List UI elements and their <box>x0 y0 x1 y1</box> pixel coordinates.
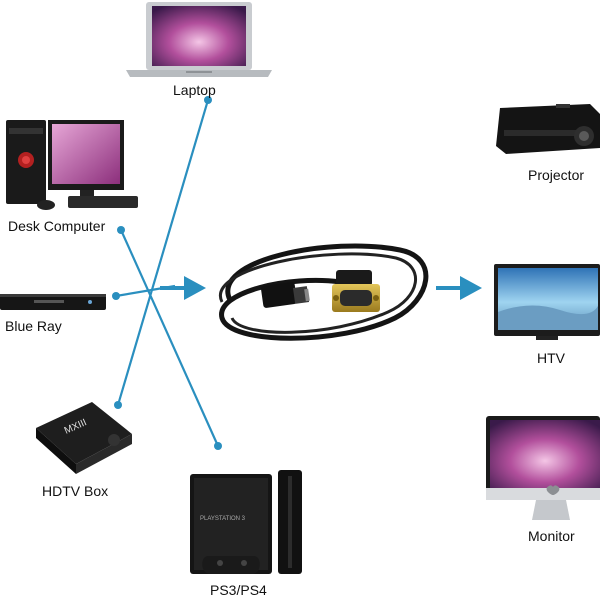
line-laptop <box>116 99 210 406</box>
connector-lines <box>115 99 220 447</box>
projector-icon <box>496 104 600 154</box>
dot-blue-ray <box>112 292 120 300</box>
label-monitor: Monitor <box>528 528 575 544</box>
label-laptop: Laptop <box>173 82 216 98</box>
arrow-in-icon <box>160 276 206 300</box>
connector-dots <box>112 96 222 450</box>
label-ps3-ps4: PS3/PS4 <box>210 582 267 598</box>
desk-computer-icon <box>6 120 138 210</box>
line-desk-computer <box>119 229 220 447</box>
label-blue-ray: Blue Ray <box>5 318 62 334</box>
monitor-icon <box>486 416 600 520</box>
hdmi-plug-icon <box>261 282 310 308</box>
laptop-icon <box>126 2 272 77</box>
blue-ray-player-icon <box>0 294 106 310</box>
dot-ps3-ps4 <box>214 442 222 450</box>
label-desk-computer: Desk Computer <box>8 218 106 234</box>
hdmi-vga-cable-icon <box>218 243 429 341</box>
label-projector: Projector <box>528 167 585 183</box>
svg-text:PLAYSTATION 3: PLAYSTATION 3 <box>200 516 246 522</box>
dot-hdtv-box <box>114 401 122 409</box>
label-hdtv-box: HDTV Box <box>42 483 109 499</box>
dot-desk-computer <box>117 226 125 234</box>
arrow-out-icon <box>436 276 482 300</box>
vga-plug-icon <box>332 270 380 312</box>
htv-icon <box>494 264 600 340</box>
hdtv-box-icon: MXIII <box>36 402 132 474</box>
ps3-ps4-console-icon: PLAYSTATION 3 <box>190 470 302 574</box>
dot-laptop <box>204 96 212 104</box>
label-htv: HTV <box>537 350 565 366</box>
